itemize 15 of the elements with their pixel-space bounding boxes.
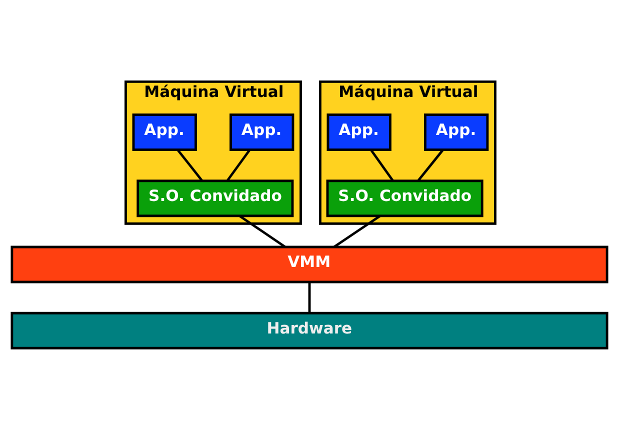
node-box: S.O. Convidado <box>326 180 484 218</box>
node-box: VMM <box>10 246 608 284</box>
connector <box>370 149 394 182</box>
node-box: App. <box>230 114 294 151</box>
connector <box>333 215 381 248</box>
connector <box>308 282 311 313</box>
node-box: S.O. Convidado <box>136 180 294 218</box>
node-box: Hardware <box>10 312 608 350</box>
connector <box>417 149 444 182</box>
node-box: App. <box>424 114 489 151</box>
connector <box>176 149 203 182</box>
connector <box>226 149 251 182</box>
node-box: App. <box>132 114 197 151</box>
connector <box>239 215 286 248</box>
node-box: App. <box>326 114 392 151</box>
